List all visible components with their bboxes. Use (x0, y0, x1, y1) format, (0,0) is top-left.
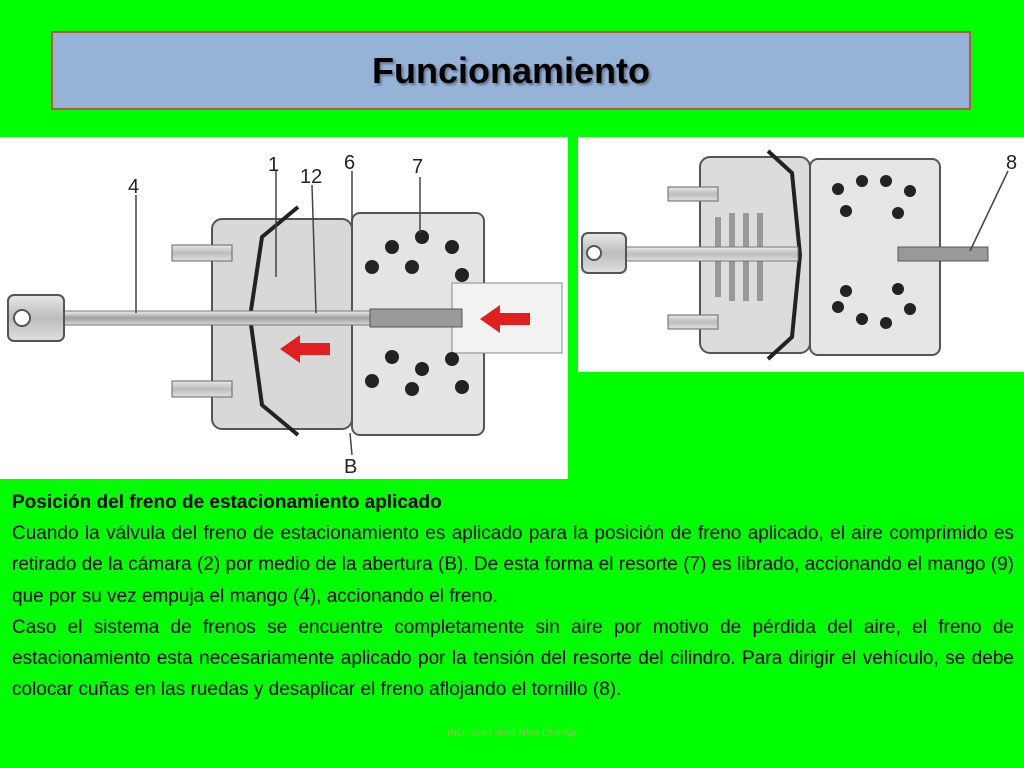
stud-top (171, 244, 233, 262)
paragraph-1: Cuando la válvula del freno de estaciona… (12, 523, 1014, 607)
title-box: Funcionamiento (51, 31, 971, 110)
diagram-brake-applied: 4 1 12 6 7 B (0, 137, 568, 479)
arrow-left-front (280, 335, 330, 363)
paragraph-2: Caso el sistema de frenos se encuentre c… (12, 616, 1014, 701)
clevis-right (581, 232, 627, 274)
spring-coils (365, 230, 469, 396)
label-7: 7 (412, 156, 423, 178)
diaphragm-right (766, 149, 803, 361)
slide-title: Funcionamiento (372, 49, 650, 91)
diagram-brake-released: 8 (578, 137, 1024, 372)
footer-author: ING. Juan José Nina Charaja (446, 728, 578, 739)
stud-top-right (667, 186, 719, 202)
label-4: 4 (128, 176, 139, 198)
section-heading: Posición del freno de estacionamiento ap… (12, 492, 442, 513)
release-bolt (897, 246, 989, 262)
label-12: 12 (300, 166, 322, 188)
stud-bottom-right (667, 314, 719, 330)
label-b: B (344, 456, 357, 478)
spring-coils-right (832, 175, 916, 329)
rod-thread (369, 308, 463, 328)
arrow-left-rear (480, 305, 530, 333)
label-6: 6 (344, 152, 355, 174)
label-8: 8 (1006, 152, 1017, 174)
label-1: 1 (268, 154, 279, 176)
stud-bottom (171, 380, 233, 398)
description-text: Posición del freno de estacionamiento ap… (12, 487, 1014, 705)
rear-cap (451, 282, 563, 354)
clevis (7, 294, 65, 342)
push-rod-right (617, 246, 799, 262)
